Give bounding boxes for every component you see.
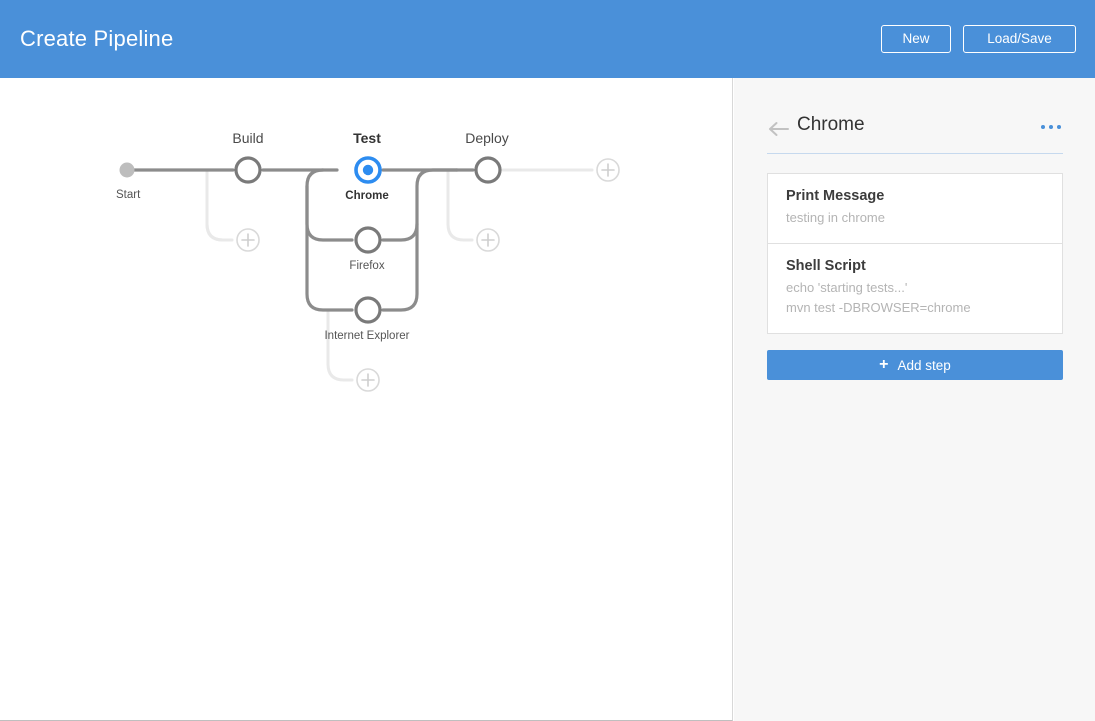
step-card-shell-script[interactable]: Shell Script echo 'starting tests...' mv… [768, 243, 1062, 334]
add-button-build [236, 228, 260, 252]
node-chrome-core [362, 164, 374, 176]
node-label-internet-explorer[interactable]: Internet Explorer [324, 330, 410, 342]
top-bar: Create Pipeline New Load/Save [0, 0, 1095, 78]
branch-path-build [205, 168, 232, 242]
arrow-left-glyph [769, 122, 789, 136]
node-build [234, 156, 262, 184]
steps-list: Print Message testing in chrome Shell Sc… [767, 173, 1063, 335]
node-label-firefox[interactable]: Firefox [349, 260, 385, 272]
stage-label-test[interactable]: Test [353, 130, 381, 146]
step-detail-line: testing in chrome [786, 210, 885, 225]
arrow-left-icon[interactable] [767, 119, 791, 139]
step-title: Print Message [786, 188, 885, 204]
faded-branch-deploy [446, 170, 474, 242]
step-title: Shell Script [786, 258, 866, 275]
new-button[interactable]: New [881, 25, 951, 53]
step-detail-panel: Chrome Print Message testing in chrome S… [734, 78, 1095, 721]
connector-merge-ie [381, 222, 419, 312]
node-deploy [474, 156, 502, 184]
faded-branch-test-node [326, 310, 354, 382]
page-title: Create Pipeline [20, 26, 174, 51]
connector-fan-ie [305, 184, 354, 312]
pipeline-canvas[interactable]: Build Test Deploy Start Chrome Firefox I… [0, 78, 733, 721]
step-detail-line: mvn test -DBROWSER=chrome [786, 300, 971, 316]
node-internet-explorer [354, 296, 382, 324]
panel-title: Chrome [797, 114, 865, 135]
panel-header: Chrome [767, 114, 1063, 154]
faded-branch-build [205, 170, 234, 242]
node-start [119, 162, 135, 178]
start-label: Start [116, 189, 141, 201]
connector-fan-firefox [305, 168, 354, 242]
kebab-menu-icon[interactable] [1041, 123, 1063, 133]
connector-merge-firefox [381, 168, 459, 242]
step-card-print-message[interactable]: Print Message testing in chrome [768, 174, 1062, 244]
add-button-test-node [356, 368, 380, 392]
stage-label-build[interactable]: Build [232, 130, 264, 146]
add-step-button[interactable]: + Add step [767, 350, 1063, 380]
plus-icon: + [879, 356, 889, 373]
add-button-deploy [476, 228, 500, 252]
pipeline-graph [119, 156, 620, 392]
node-label-chrome[interactable]: Chrome [345, 190, 389, 202]
node-firefox [354, 226, 382, 254]
load-save-button[interactable]: Load/Save [963, 25, 1076, 53]
add-step-label: Add step [897, 357, 951, 373]
add-button-after-deploy [596, 158, 620, 182]
stage-label-deploy[interactable]: Deploy [465, 130, 509, 146]
step-detail-line: echo 'starting tests...' [786, 280, 908, 296]
